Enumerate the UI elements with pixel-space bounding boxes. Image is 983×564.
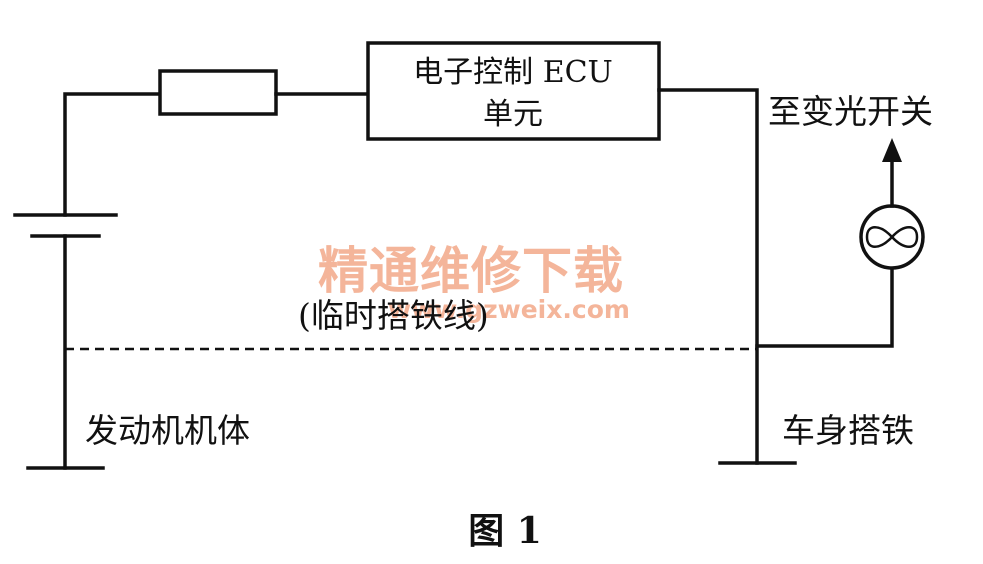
battery-positive-wire [63, 92, 162, 217]
arrow-up-icon [882, 138, 902, 162]
lamp-ground-wire [755, 266, 894, 348]
figure-caption: 图 1 [468, 510, 542, 552]
ecu-label-line2: 单元 [483, 97, 543, 132]
body-ground-label: 车身搭铁 [782, 411, 914, 450]
engine-block-label: 发动机机体 [85, 411, 250, 450]
dimmer-switch-label: 至变光开关 [768, 92, 933, 131]
ecu-label-line1: 电子控制 ECU [413, 55, 613, 90]
ecu-ground-wire [657, 88, 759, 465]
temporary-ground-label: (临时搭铁线) [298, 296, 489, 335]
watermark-url: www.gzweix.com [388, 295, 630, 324]
fuse [158, 69, 278, 116]
lamp-filament [865, 226, 919, 248]
ecu-box [366, 41, 661, 141]
watermark-text: 精通维修下载 [318, 242, 624, 300]
